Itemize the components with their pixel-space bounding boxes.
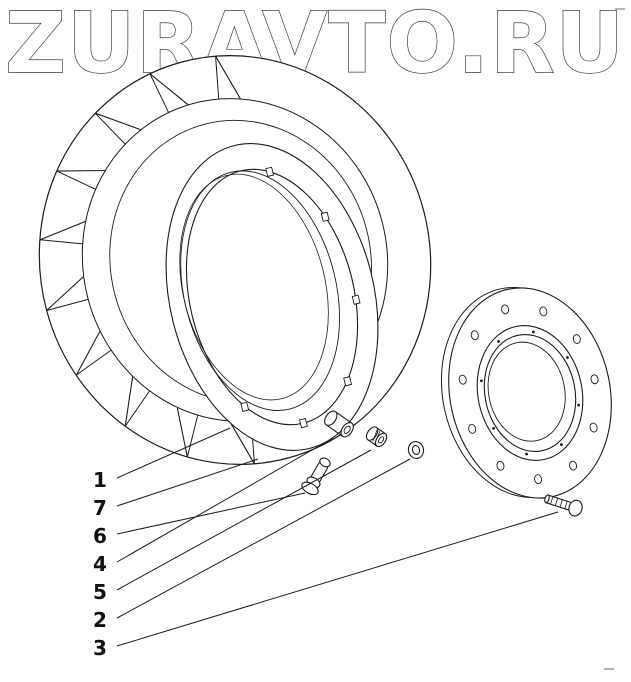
bolt-head xyxy=(568,499,583,517)
bolt-threads xyxy=(550,496,568,509)
watermark: ZURAVTO.RU xyxy=(4,0,625,93)
spacer-cylinder-sides xyxy=(325,411,353,437)
valve-stem-cap xyxy=(319,457,331,468)
callout-6: 6 xyxy=(93,524,107,548)
rim-slot xyxy=(240,401,250,413)
rim-slot xyxy=(351,294,361,305)
bolt-tip xyxy=(544,494,550,504)
rivet-dot xyxy=(497,340,500,343)
spacer xyxy=(324,410,354,438)
leader-line-7 xyxy=(116,458,259,507)
callout-3: 3 xyxy=(93,636,107,660)
bolt-hole xyxy=(589,422,598,433)
callout-7: 7 xyxy=(93,496,107,520)
disc-rivet-dots xyxy=(480,330,580,456)
rivet-dot xyxy=(525,452,529,456)
disc-center-hole xyxy=(487,341,566,442)
rim-slot xyxy=(299,417,308,429)
washer-outer xyxy=(407,441,425,459)
callout-2: 2 xyxy=(93,608,107,632)
tire-tread-lug-edges xyxy=(40,56,255,464)
wheel-rim xyxy=(165,143,379,451)
leader-line-2 xyxy=(116,458,411,619)
rivet-dot xyxy=(566,356,569,359)
wheel-disc xyxy=(440,286,612,499)
nut xyxy=(365,426,388,448)
spacer-bore xyxy=(343,425,351,434)
rim-slot xyxy=(343,376,353,387)
rivet-dot xyxy=(480,379,483,383)
tire-tread-lugs xyxy=(39,55,255,465)
rim-slots xyxy=(240,166,361,429)
callout-4: 4 xyxy=(93,552,107,576)
disc-bolt-holes xyxy=(458,304,599,485)
leader-line-5 xyxy=(116,449,372,591)
rivet-dot xyxy=(577,403,580,407)
leader-line-4 xyxy=(116,437,334,563)
bolt-hole xyxy=(572,334,581,345)
rivet-dot xyxy=(531,330,535,334)
leader-line-1 xyxy=(116,427,231,479)
rim-far-bead xyxy=(179,173,329,401)
hub-bolt xyxy=(544,494,583,517)
bolt-hole xyxy=(569,460,578,471)
rivet-dot xyxy=(560,443,563,446)
bolt-hole xyxy=(468,423,477,434)
bolt-hole xyxy=(496,460,505,471)
leader-line-3 xyxy=(116,511,559,647)
crop-marks xyxy=(604,8,625,670)
nut-far-face xyxy=(365,426,379,441)
washer xyxy=(407,441,425,459)
bolt-hole xyxy=(534,474,543,485)
disc-inner-ring-outer xyxy=(476,325,584,461)
rim-slot xyxy=(320,211,330,222)
callout-1: 1 xyxy=(93,468,107,492)
disc-outer-flange xyxy=(448,287,612,499)
bolt-hole xyxy=(501,304,510,315)
leader-line-6 xyxy=(116,492,306,535)
watermark-text: ZURAVTO.RU xyxy=(5,0,625,92)
bolt-hole xyxy=(470,330,479,341)
spacer-far-face xyxy=(324,410,338,426)
rim-slot xyxy=(265,166,275,178)
rivet-dot xyxy=(492,426,495,430)
nut-bore xyxy=(378,436,385,444)
valve-stem xyxy=(301,457,331,496)
callouts: 1 7 6 4 5 2 3 xyxy=(93,468,107,660)
bolt-hole xyxy=(458,374,467,385)
leader-lines xyxy=(116,427,559,647)
valve-stem-base xyxy=(301,481,319,496)
nut-knurl-lines xyxy=(372,429,381,444)
callout-5: 5 xyxy=(93,580,107,604)
bolt-hole xyxy=(590,374,599,385)
bolt-hole xyxy=(539,306,548,317)
disc-inner-ring-inner xyxy=(483,333,577,453)
spacer-near-face xyxy=(340,422,354,438)
washer-hole xyxy=(411,445,421,455)
